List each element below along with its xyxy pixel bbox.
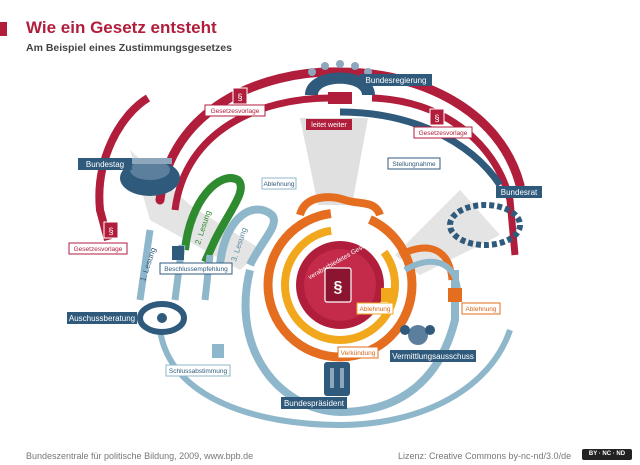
law-book-icon	[324, 267, 352, 303]
document-icon-orange	[448, 288, 462, 302]
flow-orange-up	[296, 193, 384, 217]
flow-arc-red-inner	[171, 94, 331, 211]
label-bundestag: Bundestag	[86, 160, 124, 169]
document-icon-beschluss	[172, 246, 184, 260]
label-bg-stellungnahme	[387, 157, 441, 170]
label-bg-gesetzesvorlage-3	[68, 242, 128, 255]
label-stellungnahme: Stellungnahme	[392, 161, 436, 168]
label-bg-verkuendung	[337, 346, 379, 359]
label-bg-bundespraesident	[281, 397, 347, 409]
label-bg-bundesregierung	[360, 74, 432, 86]
label-ablehnung-1: Ablehnung	[263, 181, 294, 188]
label-bg-leitet-weiter	[306, 119, 352, 130]
ausschuss-building-icon	[137, 301, 187, 335]
flow-loop-lightblue-3	[216, 205, 278, 267]
footer-source: Bundeszentrale für politische Bildung, 2…	[26, 451, 254, 461]
funnel-shadow-top	[300, 118, 368, 205]
document-hand-icon	[328, 92, 352, 104]
label-lesung-1: 1. Lesung	[138, 246, 157, 282]
flow-arc-red-outer	[155, 67, 525, 205]
label-bg-ablehnung-1	[261, 177, 297, 190]
label-bg-gesetzesvorlage-2	[413, 126, 473, 139]
label-bundesrat: Bundesrat	[501, 188, 538, 197]
flow-lightblue-right	[403, 258, 461, 291]
label-bg-bundestag	[78, 158, 132, 170]
document-icon-schluss	[212, 344, 224, 358]
bundespraesident-building-icon	[324, 362, 350, 396]
label-gesetzesvorlage-1: Gesetzesvorlage	[211, 108, 260, 115]
label-schlussabstimmung: Schlussabstimmung	[169, 368, 228, 375]
svg-text:§: §	[108, 226, 113, 236]
label-bundespraesident: Bundespräsident	[284, 399, 345, 408]
label-bg-ablehnung-3	[461, 302, 501, 315]
flow-loop-green	[181, 174, 245, 264]
label-bg-beschlussempfehlung	[159, 262, 233, 275]
paragraph-icon: §	[334, 279, 343, 296]
label-bg-gesetzesvorlage-1	[204, 104, 266, 117]
bundesrat-building-icon	[447, 202, 523, 248]
document-icon-3	[103, 221, 119, 239]
label-ablehnung-2: Ablehnung	[359, 306, 390, 313]
title-accent-bar	[0, 22, 7, 36]
svg-text:§: §	[237, 92, 242, 102]
label-gesetzesvorlage-2: Gesetzesvorlage	[419, 130, 468, 137]
flow-ring-yellow	[281, 226, 399, 344]
label-ausschussberatung: Auschussberatung	[69, 314, 135, 323]
label-gesetzesvorlage-3: Gesetzesvorlage	[74, 246, 123, 253]
label-verkuendung: Verkündung	[341, 350, 376, 357]
label-bundesregierung: Bundesregierung	[366, 76, 427, 85]
flow-arc-lightblue-bottom	[157, 329, 513, 429]
document-icon-2	[429, 108, 445, 126]
label-ablehnung-3: Ablehnung	[465, 306, 496, 313]
footer-license: Lizenz: Creative Commons by-nc-nd/3.0/de	[398, 451, 572, 461]
label-bg-vermittlungsausschuss	[390, 350, 476, 362]
bundesregierung-building-icon	[305, 72, 375, 95]
label-bg-ausschussberatung	[67, 312, 137, 324]
document-icon-yellow	[381, 288, 395, 302]
svg-text:§: §	[434, 113, 439, 123]
page-title: Wie ein Gesetz entsteht	[26, 18, 217, 37]
label-leitet-weiter: leitet weiter	[311, 122, 347, 129]
label-bg-bundesrat	[496, 186, 542, 198]
funnel-shadow-right	[395, 190, 500, 275]
label-beschlussempfehlung: Beschlussempfehlung	[164, 266, 228, 273]
page-subtitle: Am Beispiel eines Zustimmungsgesetzes	[26, 42, 232, 54]
vermittlung-people-icon	[408, 325, 428, 345]
cc-license-badge[interactable]: BY · NC · ND	[582, 449, 632, 460]
label-bg-schlussabstimmung	[165, 364, 231, 377]
label-vermittlungsausschuss: Vermittlungsausschuss	[392, 352, 474, 361]
flow-arc-red-left	[95, 94, 151, 242]
document-icon-1	[232, 87, 248, 105]
label-bg-ablehnung-2	[356, 302, 394, 315]
